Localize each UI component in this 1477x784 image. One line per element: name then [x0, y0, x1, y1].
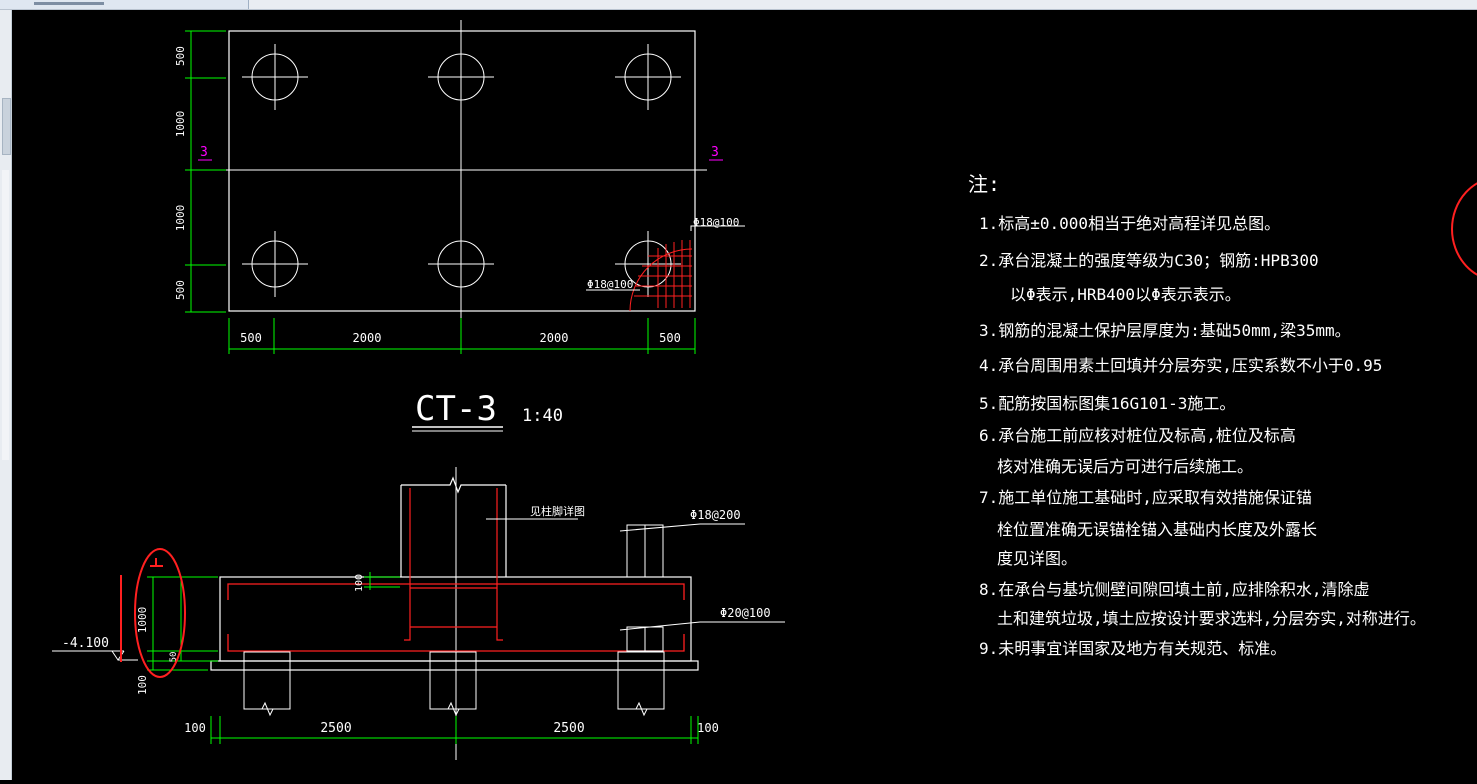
note-line: 9.未明事宜详国家及地方有关规范、标准。: [979, 639, 1286, 658]
plan-outline: [228, 30, 696, 312]
section-dim-bottom-3: 2500: [553, 721, 584, 736]
note-line: 8.在承台与基坑侧壁间隙回填土前,应排除积水,清除虚: [979, 580, 1370, 599]
top-tab-bar: [0, 0, 1477, 10]
note-line: 3.钢筋的混凝土保护层厚度为:基础50mm,梁35mm。: [979, 321, 1351, 340]
note-line: 核对准确无误后方可进行后续施工。: [997, 457, 1253, 476]
section-dims-bottom: [210, 716, 699, 744]
plan-dim-bottom-4: 500: [659, 331, 681, 345]
section-dim-bottom-4: 100: [697, 721, 719, 735]
drawing-tab[interactable]: [0, 0, 249, 9]
section-elevation: -4.100: [62, 636, 109, 651]
plan-view: Φ18@100 Φ18@100 3 3 500 1000 1000 500 50…: [174, 20, 745, 354]
plan-dim-bottom-1: 500: [240, 331, 262, 345]
section-mark-right: 3: [711, 145, 719, 160]
plan-dims-left: [185, 30, 226, 313]
plan-dim-left-4: 500: [174, 280, 187, 300]
general-notes: 注: 1.标高±0.000相当于绝对高程详见总图。 2.承台混凝土的强度等级为C…: [968, 172, 1426, 658]
note-line: 2.承台混凝土的强度等级为C30；钢筋:HPB300: [979, 251, 1319, 270]
note-line: 以Φ表示,HRB400以Φ表示表示。: [1010, 285, 1241, 304]
section-mark-left: 3: [200, 145, 208, 160]
plan-dim-left-1: 500: [174, 46, 187, 66]
highlight-annotation: [120, 548, 186, 678]
drawing-title: CT-3 1:40: [412, 389, 563, 432]
note-line: 5.配筋按国标图集16G101-3施工。: [979, 394, 1235, 413]
note-line: 6.承台施工前应核对桩位及标高,桩位及标高: [979, 426, 1296, 445]
note-line: 度见详图。: [997, 549, 1077, 568]
note-line: 4.承台周围用素土回填并分层夯实,压实系数不小于0.95: [979, 356, 1382, 375]
note-line: 土和建筑垃圾,填土应按设计要求选料,分层夯实,对称进行。: [997, 609, 1426, 628]
note-line: 栓位置准确无误锚栓锚入基础内长度及外露长: [997, 520, 1317, 539]
drawing-tab-label: [34, 2, 104, 5]
plan-rebar-bottom-label: Φ18@100: [587, 278, 633, 291]
section-dim-100-top: 100: [354, 574, 365, 592]
section-dim-bottom-2: 2500: [320, 721, 351, 736]
note-line: 7.施工单位施工基础时,应采取有效措施保证锚: [979, 488, 1312, 507]
section-view: 见柱脚详图 Φ18@200 Φ20@100 100 1000 50 100 -4…: [52, 467, 785, 760]
section-column-note: 见柱脚详图: [530, 504, 585, 518]
plan-rebar-top-label: Φ18@100: [693, 216, 739, 229]
section-rebar-top-label: Φ18@200: [690, 508, 741, 522]
section-piles: [243, 651, 665, 717]
section-rebar-bottom-label: Φ20@100: [720, 606, 771, 620]
section-dim-100-bottom: 100: [136, 675, 149, 695]
plan-piles: [242, 44, 681, 297]
plan-rebar-detail: [629, 240, 693, 312]
cad-canvas[interactable]: Φ18@100 Φ18@100 3 3 500 1000 1000 500 50…: [12, 10, 1477, 780]
notes-title: 注:: [968, 172, 1000, 196]
section-cushion: [210, 660, 699, 671]
section-dim-bottom-1: 100: [184, 721, 206, 735]
drawing-title-name: CT-3: [415, 389, 497, 429]
plan-dim-left-3: 1000: [174, 205, 187, 232]
highlight-annotation-edge: [1451, 182, 1477, 276]
left-toolbar-button[interactable]: [2, 98, 11, 155]
left-toolbar-panel: [2, 170, 9, 460]
plan-dims-bottom: [228, 318, 696, 354]
left-toolbar: [0, 10, 12, 780]
plan-dim-bottom-3: 2000: [540, 331, 569, 345]
section-dim-1000: 1000: [136, 607, 149, 634]
section-dims-left: [147, 576, 218, 671]
drawing-title-scale: 1:40: [522, 406, 563, 426]
plan-dim-bottom-2: 2000: [353, 331, 382, 345]
plan-dim-left-2: 1000: [174, 111, 187, 138]
note-line: 1.标高±0.000相当于绝对高程详见总图。: [979, 214, 1280, 233]
section-dim-50: 50: [169, 652, 179, 663]
